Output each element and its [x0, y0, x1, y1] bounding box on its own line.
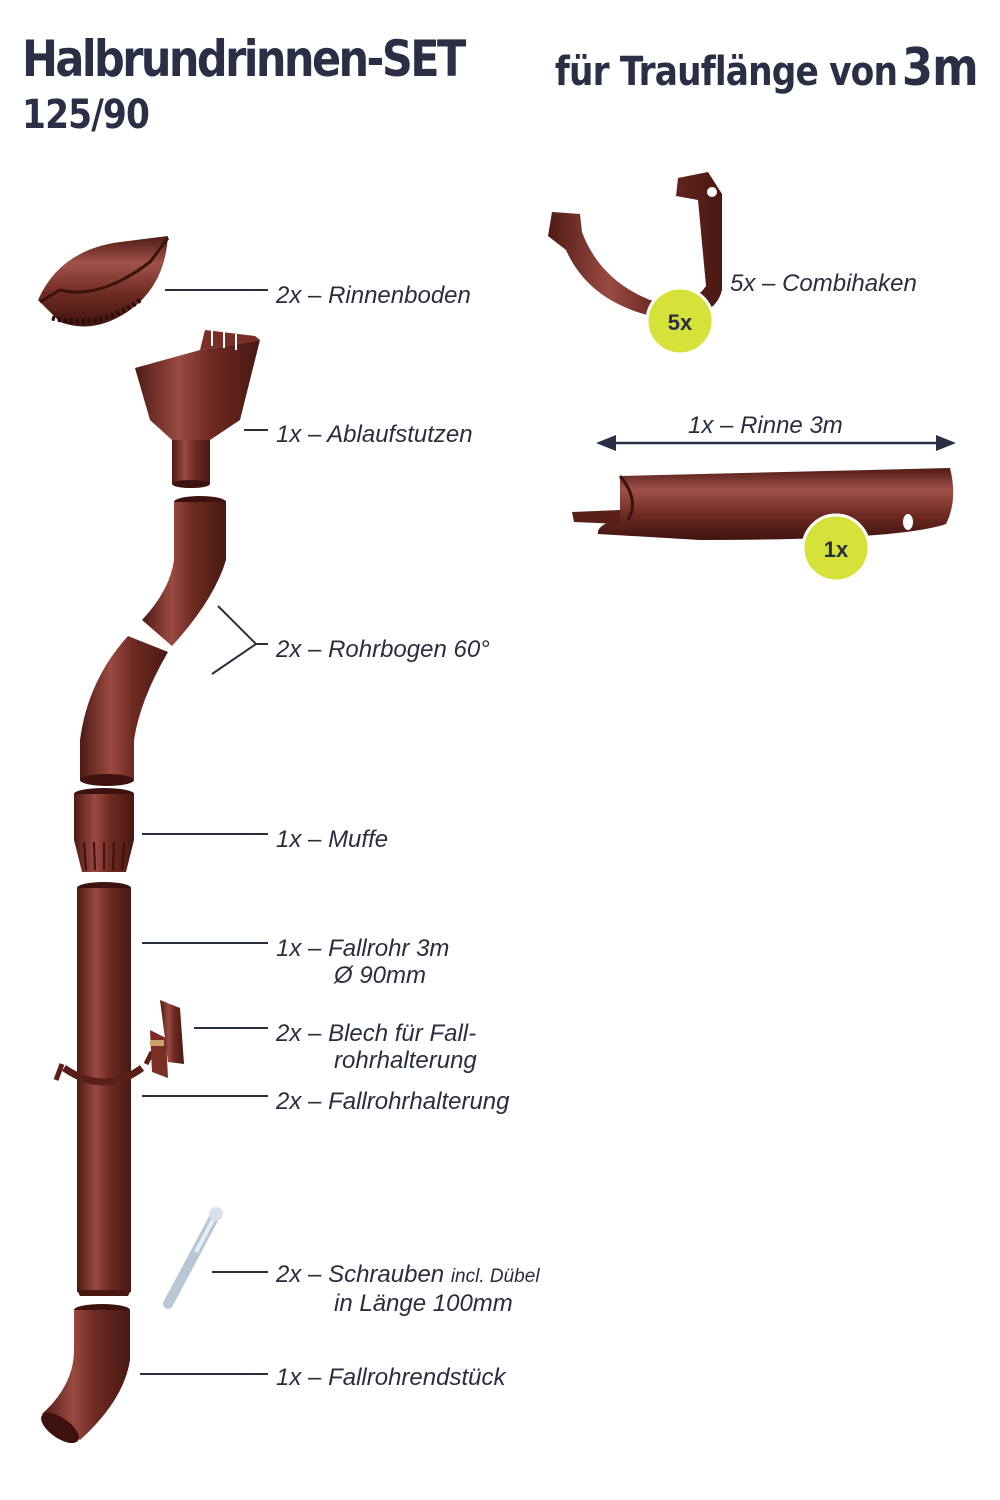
blech-image	[150, 1000, 184, 1078]
set-dimensions: 125/90	[22, 92, 150, 138]
schraube-image	[163, 1207, 223, 1309]
rinne-badge-text: 1x	[824, 537, 849, 562]
label-combihaken: 5x – Combihaken	[730, 270, 917, 297]
label-blech: 2x – Blech für Fall- rohrhalterung	[276, 1020, 477, 1074]
label-ablaufstutzen: 1x – Ablaufstutzen	[276, 421, 473, 448]
combihaken-badge-text: 5x	[668, 310, 693, 335]
rinne-length-arrow	[596, 435, 956, 451]
label-fallrohrhalterung: 2x – Fallrohrhalterung	[276, 1088, 510, 1115]
combihaken-badge: 5x	[645, 286, 715, 356]
fallrohrendstueck-image	[41, 1304, 130, 1444]
muffe-image	[74, 788, 134, 872]
label-rinnenboden: 2x – Rinnenboden	[276, 282, 471, 309]
label-rohrbogen: 2x – Rohrbogen 60°	[276, 636, 490, 663]
ablaufstutzen-image	[135, 330, 260, 488]
set-title: Halbrundrinnen-SET	[22, 30, 466, 88]
leader-rohrbogen	[211, 605, 258, 675]
rinnenboden-image	[38, 236, 170, 327]
label-schrauben-note: incl. Dübel	[450, 1266, 540, 1287]
combihaken-image	[548, 172, 722, 319]
eave-length-headline: für Trauflänge von 3m	[554, 38, 979, 98]
leader-lines	[140, 289, 268, 1375]
label-muffe: 1x – Muffe	[276, 826, 389, 853]
label-fallrohr-diameter: Ø 90mm	[334, 962, 427, 989]
fallrohrhalterung-image	[53, 1050, 155, 1086]
label-rinne: 1x – Rinne 3m	[688, 412, 843, 439]
rohrbogen-upper-image	[142, 496, 226, 646]
label-schrauben: 2x – Schrauben incl. Dübel in Länge 100m…	[276, 1261, 540, 1317]
label-fallrohrendstueck: 1x – Fallrohrendstück	[276, 1364, 506, 1391]
fallrohr-image	[77, 882, 131, 1296]
rinne-image	[572, 468, 954, 540]
rinne-badge: 1x	[801, 513, 871, 583]
label-fallrohr: 1x – Fallrohr 3m Ø 90mm	[276, 935, 450, 989]
eave-length-prefix: für Trauflänge von	[554, 49, 898, 95]
rohrbogen-lower-image	[80, 636, 168, 786]
eave-length-value: 3m	[901, 38, 979, 98]
